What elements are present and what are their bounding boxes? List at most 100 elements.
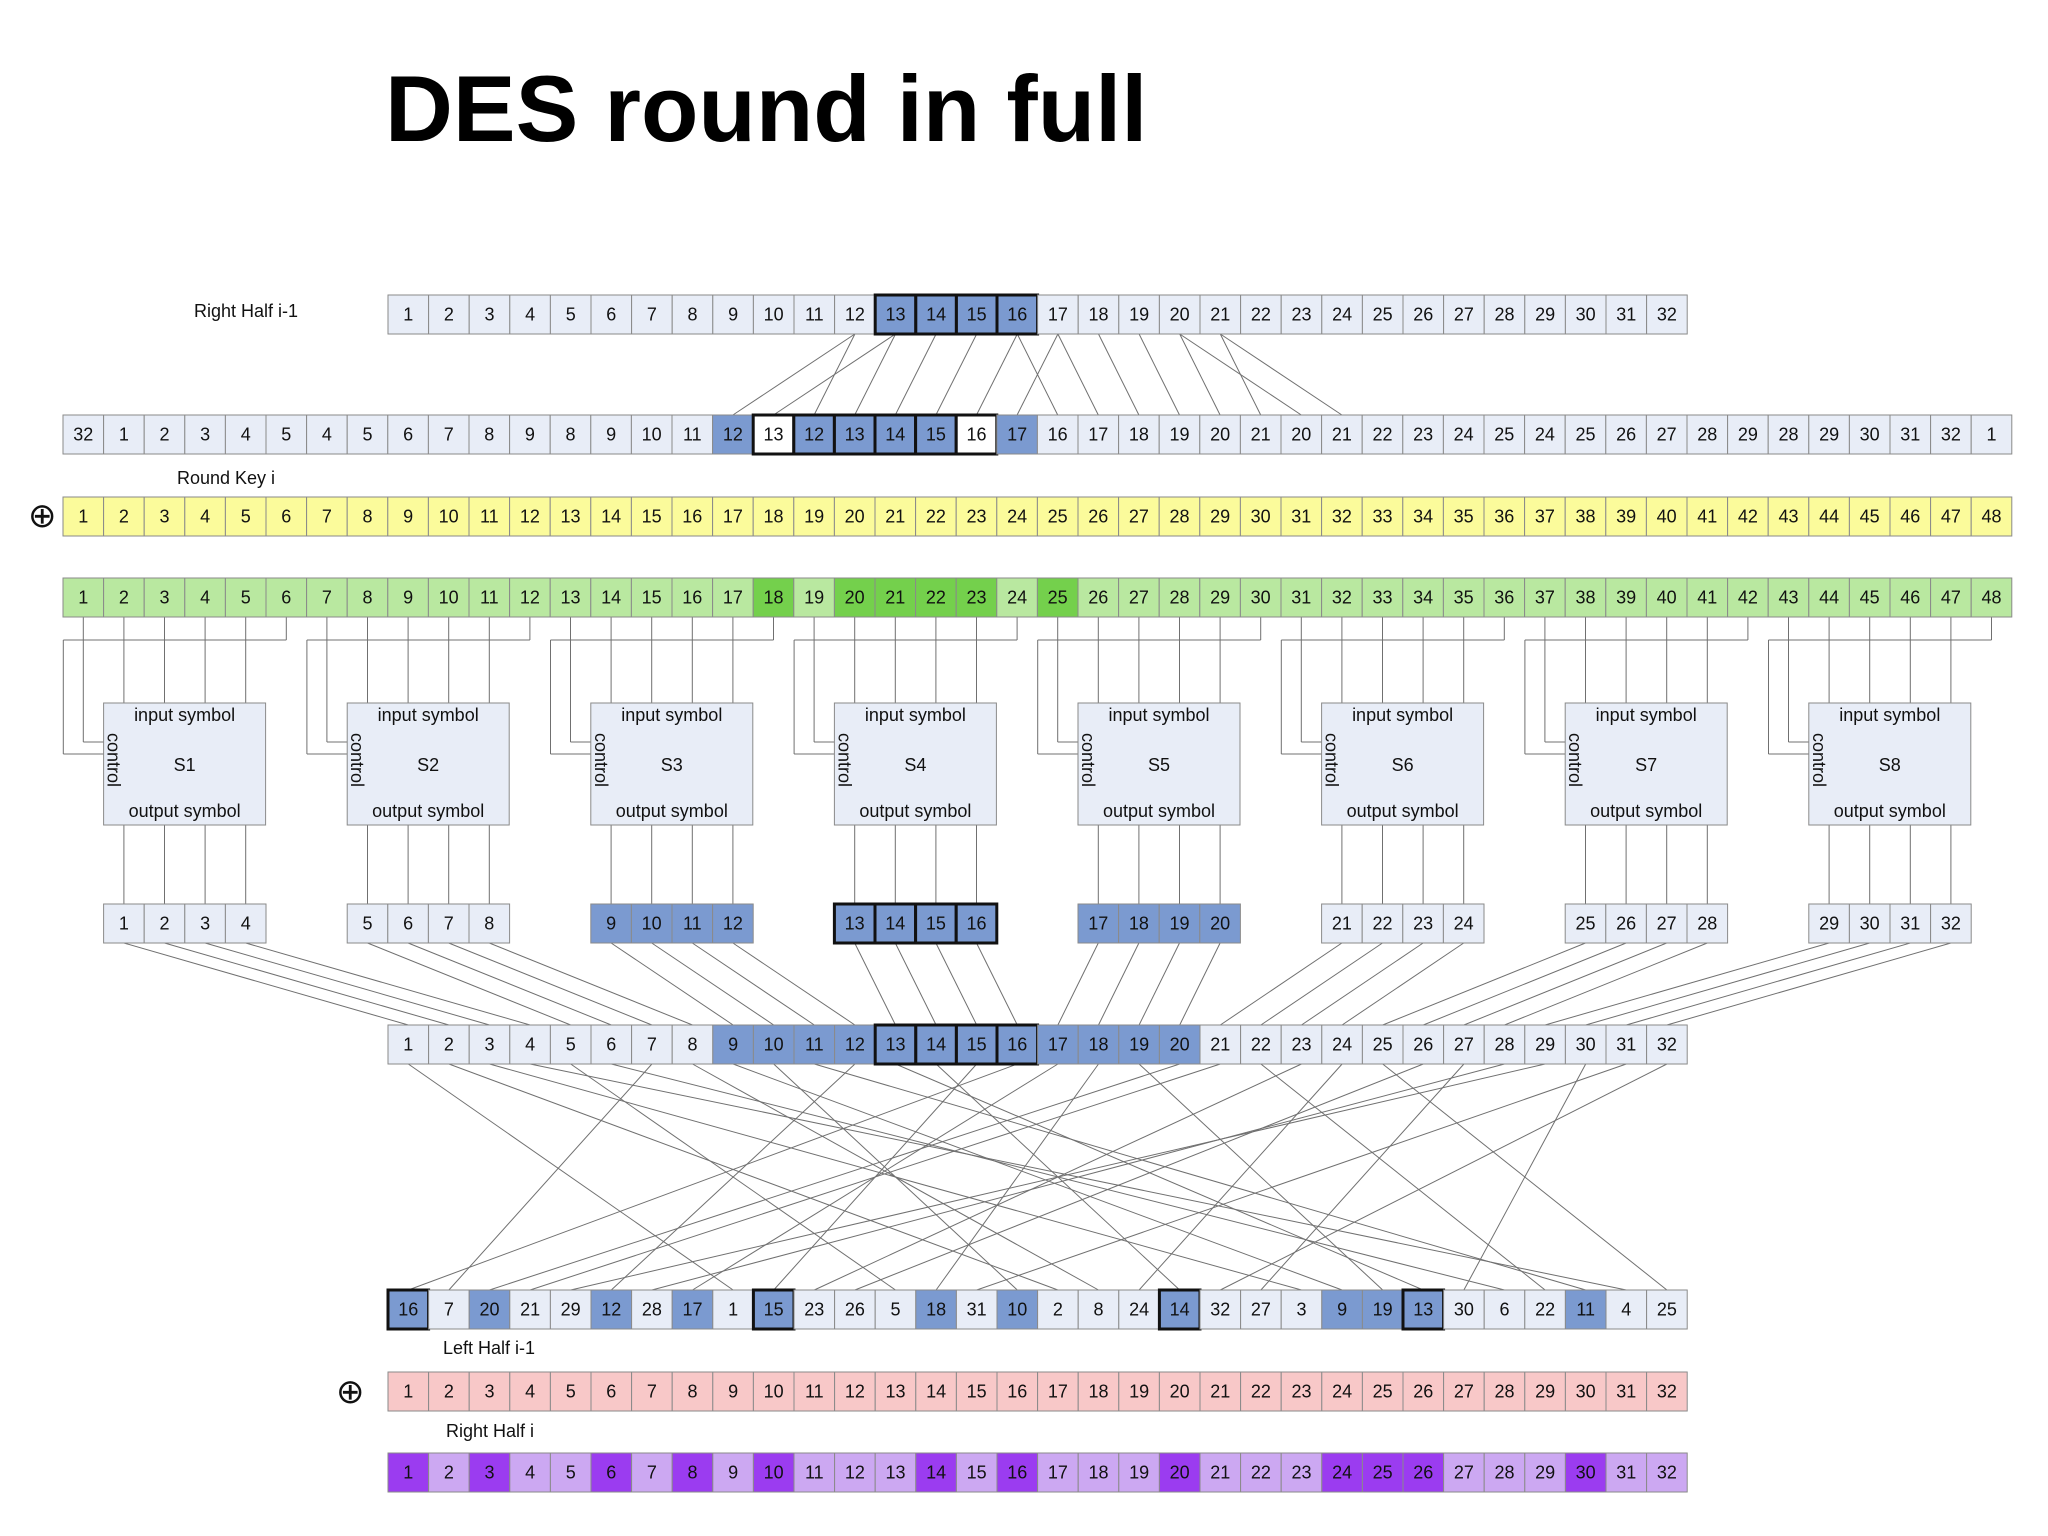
expanded-cell-label: 23 <box>1413 425 1433 445</box>
sbox-output-cell-label: 17 <box>1088 914 1108 934</box>
xor-result-cell-label: 6 <box>281 588 291 608</box>
permuted-cell-box <box>1524 1289 1566 1330</box>
round-key-cell-label: 28 <box>1169 507 1189 527</box>
permuted-cell-label: 16 <box>398 1300 418 1320</box>
collect-line <box>1626 942 1911 1026</box>
collect-line <box>732 942 856 1026</box>
sbox-input-label: input symbol <box>865 705 966 725</box>
xor-result-cell-box <box>630 577 673 618</box>
xor-result-cell-label: 8 <box>362 588 372 608</box>
sbox-6 <box>1321 702 1485 826</box>
xor-result-cell-box <box>184 577 226 618</box>
expanded-cell-box <box>873 413 918 456</box>
xor-result-cell-label: 40 <box>1657 588 1677 608</box>
collect-line <box>1098 942 1140 1026</box>
left-prev-cell-label: 5 <box>566 1382 576 1402</box>
right-new-cell-label: 17 <box>1048 1463 1068 1483</box>
collected-cell-box <box>671 1024 714 1065</box>
round-key-cell-box <box>103 496 145 537</box>
sbox-name: S3 <box>661 755 683 775</box>
collected-cell-label: 9 <box>728 1035 738 1055</box>
sbox-output-cell-label: 8 <box>484 914 494 934</box>
round-key-cell-box <box>1158 496 1201 537</box>
xor-result-cell-label: 33 <box>1372 588 1392 608</box>
expanded-cell-label: 18 <box>1129 425 1149 445</box>
left-prev-cell-box <box>387 1371 430 1412</box>
collect-line <box>976 942 1018 1026</box>
expanded-cell-label: 11 <box>683 425 702 445</box>
xor-result-cell-label: 29 <box>1210 588 1230 608</box>
round-key-cell-box <box>1280 496 1323 537</box>
left-prev-cell-label: 32 <box>1657 1382 1677 1402</box>
xor-result-cell-label: 13 <box>560 588 580 608</box>
sbox-output-cell-label: 19 <box>1169 914 1189 934</box>
permuted-cell-box <box>834 1289 876 1330</box>
sbox-output-cell-box <box>1686 903 1729 944</box>
expanded-cell-box <box>1321 414 1363 455</box>
right-new-cell-box <box>1564 1452 1607 1493</box>
expanded-cell-box <box>224 414 267 455</box>
round-key-cell-label: 38 <box>1575 507 1595 527</box>
collect-line <box>1220 942 1343 1026</box>
label-left-half-prev: Left Half i-1 <box>443 1338 535 1358</box>
right-prev-cell-box <box>1199 294 1242 335</box>
expanded-cell-label: 13 <box>763 425 783 445</box>
sbox-4 <box>833 702 997 826</box>
expanded-cell-label: 9 <box>525 425 535 445</box>
permuted-cell-box <box>468 1289 511 1330</box>
right-prev-cell-label: 3 <box>484 305 494 325</box>
sbox-5 <box>1077 702 1241 826</box>
round-key-cell-label: 12 <box>520 507 540 527</box>
xor-result-cell-box <box>1686 577 1729 618</box>
connection-lines <box>62 333 1992 1291</box>
right-prev-cell-label: 31 <box>1616 305 1636 325</box>
expanded-cell-box <box>1970 414 2013 455</box>
left-prev-cell-box <box>1199 1371 1242 1412</box>
xor-result-cell-label: 37 <box>1535 588 1555 608</box>
permutation-line <box>854 1063 1424 1291</box>
round-key-cell-box <box>1970 496 2013 537</box>
collected-cell-label: 31 <box>1616 1035 1636 1055</box>
round-key-cell-label: 37 <box>1535 507 1555 527</box>
permutation-line <box>611 1063 1505 1291</box>
permutation-line <box>773 1063 978 1291</box>
sbox-output-cell-label: 2 <box>159 914 169 934</box>
expanded-cell-box <box>1686 414 1729 455</box>
sbox-name: S8 <box>1879 755 1901 775</box>
expanded-cell-label: 4 <box>322 425 332 445</box>
xor-result-cell-label: 45 <box>1860 588 1880 608</box>
right-new-cell-label: 3 <box>484 1463 494 1483</box>
round-key-cell-label: 7 <box>322 507 332 527</box>
collected-cell-label: 18 <box>1088 1035 1108 1055</box>
expanded-cell-label: 22 <box>1372 425 1392 445</box>
permuted-cell-label: 28 <box>642 1300 662 1320</box>
collect-line <box>407 942 612 1026</box>
sbox-output-cell-box <box>346 903 389 944</box>
sbox-control-label: control <box>1565 733 1585 787</box>
round-key-cell-label: 17 <box>723 507 743 527</box>
right-new-cell-label: 5 <box>566 1463 576 1483</box>
right-prev-cell-label: 16 <box>1007 305 1027 325</box>
xor-result-cell-label: 16 <box>682 588 702 608</box>
permutation-line <box>489 1063 1180 1291</box>
right-prev-cell-label: 29 <box>1535 305 1555 325</box>
sbox-output-label: output symbol <box>1590 801 1702 821</box>
collected-cell-box <box>1605 1024 1648 1065</box>
sbox-output-cell-label: 3 <box>200 914 210 934</box>
collected-cell-label: 3 <box>484 1035 494 1055</box>
round-key-cell-box <box>1321 496 1363 537</box>
round-key-cell-label: 16 <box>682 507 702 527</box>
left-prev-cell-box <box>468 1371 511 1412</box>
sbox-name: S1 <box>174 755 196 775</box>
expanded-cell-label: 25 <box>1575 425 1595 445</box>
round-key-cell-label: 8 <box>362 507 372 527</box>
collected-cell-label: 20 <box>1170 1035 1190 1055</box>
expansion-line <box>935 333 978 416</box>
left-prev-cell-box <box>549 1371 592 1412</box>
right-prev-cell-label: 27 <box>1454 305 1474 325</box>
xor-result-cell-box <box>1199 577 1241 618</box>
sbox-output-cell-label: 25 <box>1575 914 1595 934</box>
left-prev-cell-label: 27 <box>1454 1382 1474 1402</box>
xor-result-cell-box <box>1321 577 1363 618</box>
